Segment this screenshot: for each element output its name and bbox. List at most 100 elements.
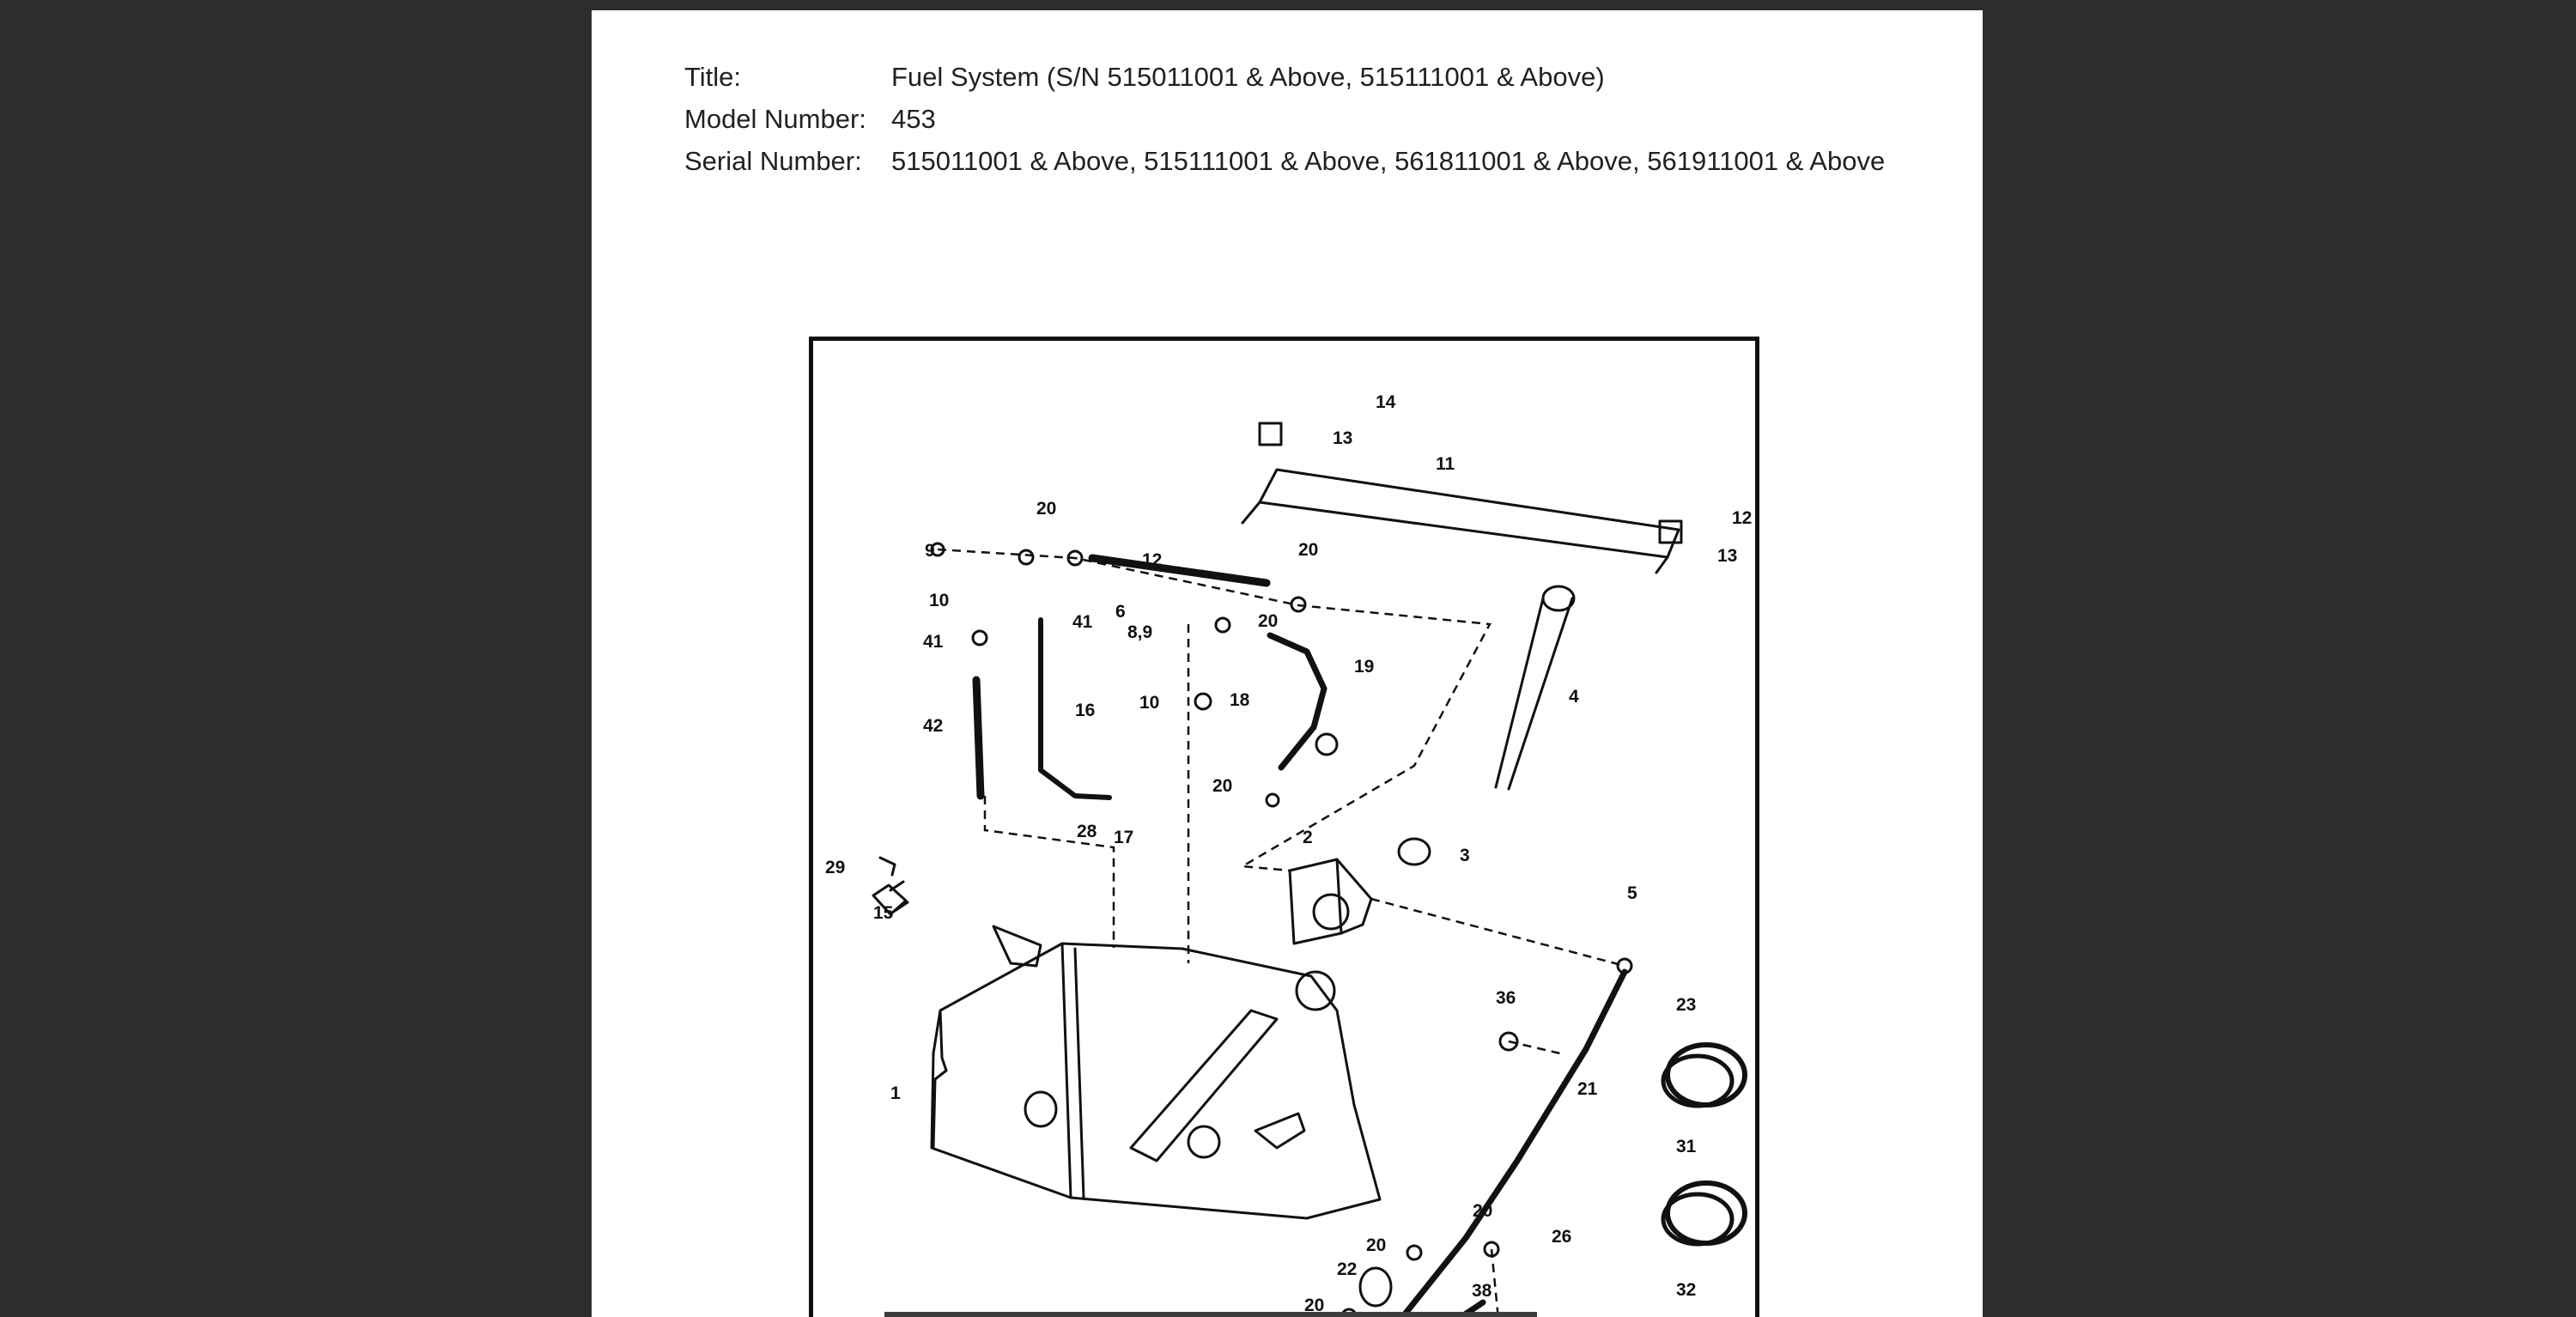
fuel-cap-part	[872, 883, 908, 916]
dashed-connector-valve	[1370, 897, 1625, 968]
callout-41b: 41	[923, 632, 944, 652]
callout-23: 23	[1676, 995, 1696, 1015]
callout-26: 26	[1552, 1227, 1571, 1247]
fuel-hose-19	[1267, 632, 1327, 771]
callout-4: 4	[1569, 687, 1579, 707]
model-value: 453	[891, 104, 936, 134]
callout-15: 15	[873, 903, 894, 923]
bracket-13b	[1658, 519, 1683, 544]
tank-port-center	[1187, 1125, 1221, 1159]
model-row: Model Number: 453	[684, 102, 1904, 137]
bracket-flanges	[1241, 501, 1669, 574]
callout-8-9: 8,9	[1127, 622, 1152, 642]
clamp-10b	[1194, 692, 1212, 711]
tank-seam	[1060, 942, 1072, 1199]
tank-front-tab	[992, 925, 1042, 968]
document-page: Title: Fuel System (S/N 515011001 & Abov…	[592, 10, 1983, 1317]
dashed-connector-lower	[1490, 1248, 1500, 1317]
fuel-line-21	[1398, 968, 1628, 1317]
document-metadata: Title: Fuel System (S/N 515011001 & Abov…	[684, 60, 1904, 186]
tank-channel	[1129, 1009, 1279, 1162]
callout-20b: 20	[1298, 540, 1318, 560]
callout-11: 11	[1436, 454, 1455, 474]
callout-13b: 13	[1717, 546, 1737, 566]
clamp-20e	[1406, 1244, 1423, 1261]
bracket-side	[1335, 858, 1373, 935]
callout-20d: 20	[1212, 776, 1232, 796]
valve-5	[1616, 957, 1633, 974]
inline-filter-22	[1358, 1266, 1393, 1308]
callout-12a: 12	[1142, 550, 1162, 570]
callout-10b: 10	[1139, 693, 1159, 713]
title-row: Title: Fuel System (S/N 515011001 & Abov…	[684, 60, 1904, 94]
bracket-13a	[1258, 422, 1283, 446]
callout-16: 16	[1075, 701, 1095, 720]
callout-20a: 20	[1036, 499, 1056, 519]
serial-label: Serial Number:	[684, 146, 862, 176]
clamp-20c	[1214, 616, 1231, 634]
gasket-ring	[1397, 837, 1431, 866]
viewer-bottom-edge	[884, 1312, 1537, 1317]
serial-row: Serial Number: 515011001 & Above, 515111…	[684, 144, 1904, 179]
model-label: Model Number:	[684, 104, 866, 134]
clip-29	[878, 856, 896, 877]
callout-2: 2	[1303, 828, 1313, 847]
clamp-20b	[1290, 596, 1307, 613]
title-label: Title:	[684, 62, 742, 92]
sending-unit-tube	[1494, 597, 1574, 791]
callout-29: 29	[825, 858, 845, 877]
fuel-system-exploded-view: 1 2 3 4 5 6 8,9 9 10 10 11 12 12 13 13 1…	[825, 392, 1752, 1317]
tank-side-detail	[932, 1009, 948, 1150]
dashed-connector-left	[983, 796, 1115, 948]
callout-1: 1	[890, 1083, 901, 1103]
callout-20e: 20	[1366, 1235, 1386, 1255]
fuel-line-lower	[1455, 1299, 1486, 1317]
clamp-10	[971, 629, 988, 646]
clamp-20a	[1066, 549, 1084, 567]
fuel-hose-42	[972, 676, 985, 800]
callout-18: 18	[1230, 690, 1250, 710]
callout-19: 19	[1354, 657, 1374, 677]
tank-filler-neck	[1295, 970, 1336, 1011]
tank-port-left	[1024, 1090, 1058, 1128]
callout-41a: 41	[1072, 612, 1093, 632]
callout-13a: 13	[1333, 428, 1352, 448]
callout-36: 36	[1496, 988, 1516, 1008]
vent-hose	[1088, 554, 1271, 587]
callout-32: 32	[1676, 1280, 1696, 1300]
callout-21: 21	[1577, 1079, 1598, 1099]
clamp-20d	[1265, 792, 1280, 808]
mounting-bracket	[1288, 858, 1343, 945]
callout-6: 6	[1115, 602, 1126, 622]
callout-31: 31	[1676, 1137, 1697, 1156]
callout-38: 38	[1472, 1281, 1492, 1301]
support-bracket	[1258, 468, 1680, 559]
fuel-cap-ridges	[889, 880, 909, 913]
dashed-connector-upper	[937, 548, 1492, 872]
title-value: Fuel System (S/N 515011001 & Above, 5151…	[891, 62, 1605, 92]
callout-10a: 10	[929, 591, 949, 610]
callout-20g: 20	[1304, 1296, 1324, 1315]
parts-diagram: 1 2 3 4 5 6 8,9 9 10 10 11 12 12 13 13 1…	[809, 337, 1759, 1317]
callout-22: 22	[1337, 1259, 1357, 1279]
dashed-connector-clamp	[1508, 1040, 1561, 1055]
fuel-hose-16	[1038, 617, 1112, 800]
callout-20c: 20	[1258, 611, 1278, 631]
tank-seam-secondary	[1073, 947, 1085, 1199]
grommet-bracket	[1312, 893, 1350, 931]
callout-20f: 20	[1473, 1201, 1492, 1221]
callout-3: 3	[1460, 846, 1470, 865]
callout-28: 28	[1077, 822, 1097, 841]
grommet-18	[1315, 732, 1339, 756]
diagram-callouts: 1 2 3 4 5 6 8,9 9 10 10 11 12 12 13 13 1…	[825, 392, 1752, 1315]
clamp-12	[1018, 549, 1035, 566]
serial-value: 515011001 & Above, 515111001 & Above, 56…	[891, 146, 1886, 176]
fuel-tank-outline	[930, 942, 1382, 1220]
callout-5: 5	[1627, 883, 1637, 903]
callout-9: 9	[925, 541, 935, 561]
callout-14: 14	[1376, 392, 1396, 412]
clamp-36	[1498, 1031, 1519, 1052]
callout-42: 42	[923, 716, 943, 736]
tank-right-detail	[1254, 1112, 1306, 1150]
